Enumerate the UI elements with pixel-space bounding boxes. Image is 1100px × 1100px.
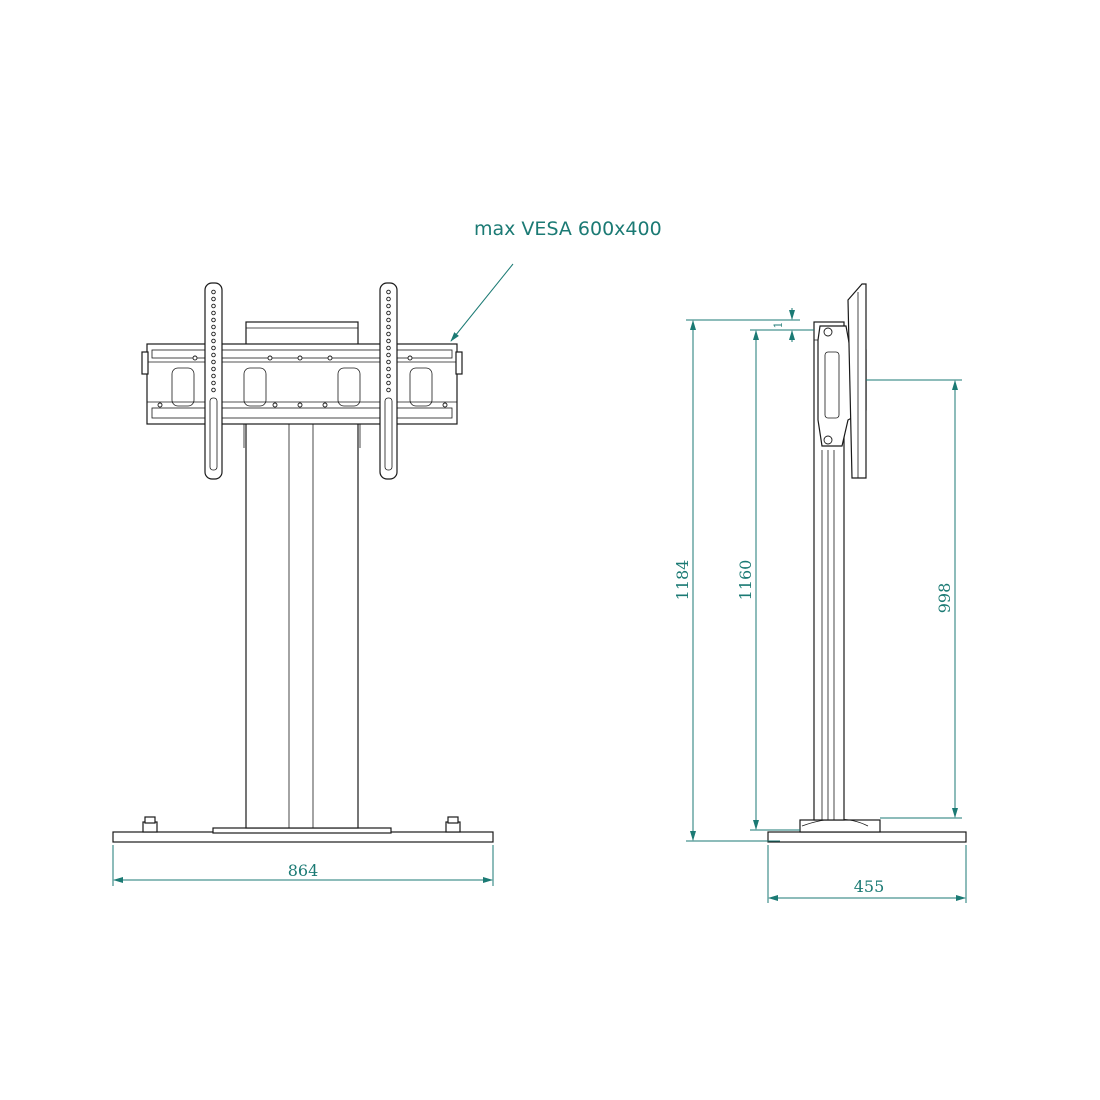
side-screen-plate xyxy=(847,283,867,479)
dim-column-height: 1160 xyxy=(736,329,814,831)
front-column-cap xyxy=(245,321,359,347)
dim-mount-center-height-label: 998 xyxy=(935,583,954,614)
front-left-foot xyxy=(142,816,158,833)
dim-front-width: 864 xyxy=(112,845,494,886)
arm-adjust-hole xyxy=(211,338,216,344)
arm-adjust-hole xyxy=(386,331,391,337)
arm-adjust-hole xyxy=(386,317,391,323)
dim-small-offset: 1 xyxy=(772,308,795,342)
arm-adjust-hole xyxy=(386,345,391,351)
arm-adjust-hole xyxy=(386,310,391,316)
arm-adjust-hole xyxy=(211,352,216,358)
dim-total-height-label: 1184 xyxy=(673,560,692,601)
arm-adjust-hole xyxy=(386,324,391,330)
arm-adjust-hole xyxy=(211,324,216,330)
arm-adjust-hole xyxy=(386,366,391,372)
dim-side-depth-label: 455 xyxy=(854,877,885,896)
front-right-foot xyxy=(445,816,461,833)
arm-adjust-hole xyxy=(386,380,391,386)
front-right-vesa-arm xyxy=(379,282,398,480)
side-base-plate xyxy=(767,831,967,843)
arm-adjust-hole xyxy=(211,387,216,393)
arm-adjust-hole xyxy=(211,289,216,295)
arm-adjust-hole xyxy=(386,338,391,344)
dim-total-height: 1184 xyxy=(673,319,800,842)
front-left-vesa-arm xyxy=(204,282,223,480)
arm-adjust-hole xyxy=(386,359,391,365)
arm-adjust-hole xyxy=(211,331,216,337)
arm-adjust-hole xyxy=(211,366,216,372)
arm-adjust-hole xyxy=(386,289,391,295)
arm-adjust-hole xyxy=(211,303,216,309)
dim-small-offset-label: 1 xyxy=(772,322,785,329)
arm-adjust-hole xyxy=(211,373,216,379)
arm-adjust-hole xyxy=(211,317,216,323)
arm-adjust-hole xyxy=(211,310,216,316)
arm-adjust-hole xyxy=(211,296,216,302)
front-mount-frame xyxy=(141,343,463,425)
arm-adjust-hole xyxy=(386,352,391,358)
arm-adjust-hole xyxy=(211,345,216,351)
front-column xyxy=(245,421,359,829)
side-view xyxy=(767,283,967,843)
dim-side-depth: 455 xyxy=(767,845,967,903)
vesa-callout: max VESA 600x400 xyxy=(450,218,662,342)
arm-adjust-hole xyxy=(386,373,391,379)
front-view xyxy=(112,282,494,843)
arm-adjust-hole xyxy=(211,359,216,365)
dim-front-width-label: 864 xyxy=(288,861,319,880)
vesa-label: max VESA 600x400 xyxy=(474,218,662,240)
front-base-collar xyxy=(212,827,392,834)
dim-mount-center-height: 998 xyxy=(866,379,962,819)
arm-adjust-hole xyxy=(386,303,391,309)
arm-adjust-hole xyxy=(386,296,391,302)
arm-adjust-hole xyxy=(211,380,216,386)
dim-column-height-label: 1160 xyxy=(736,560,755,601)
arm-adjust-hole xyxy=(386,387,391,393)
